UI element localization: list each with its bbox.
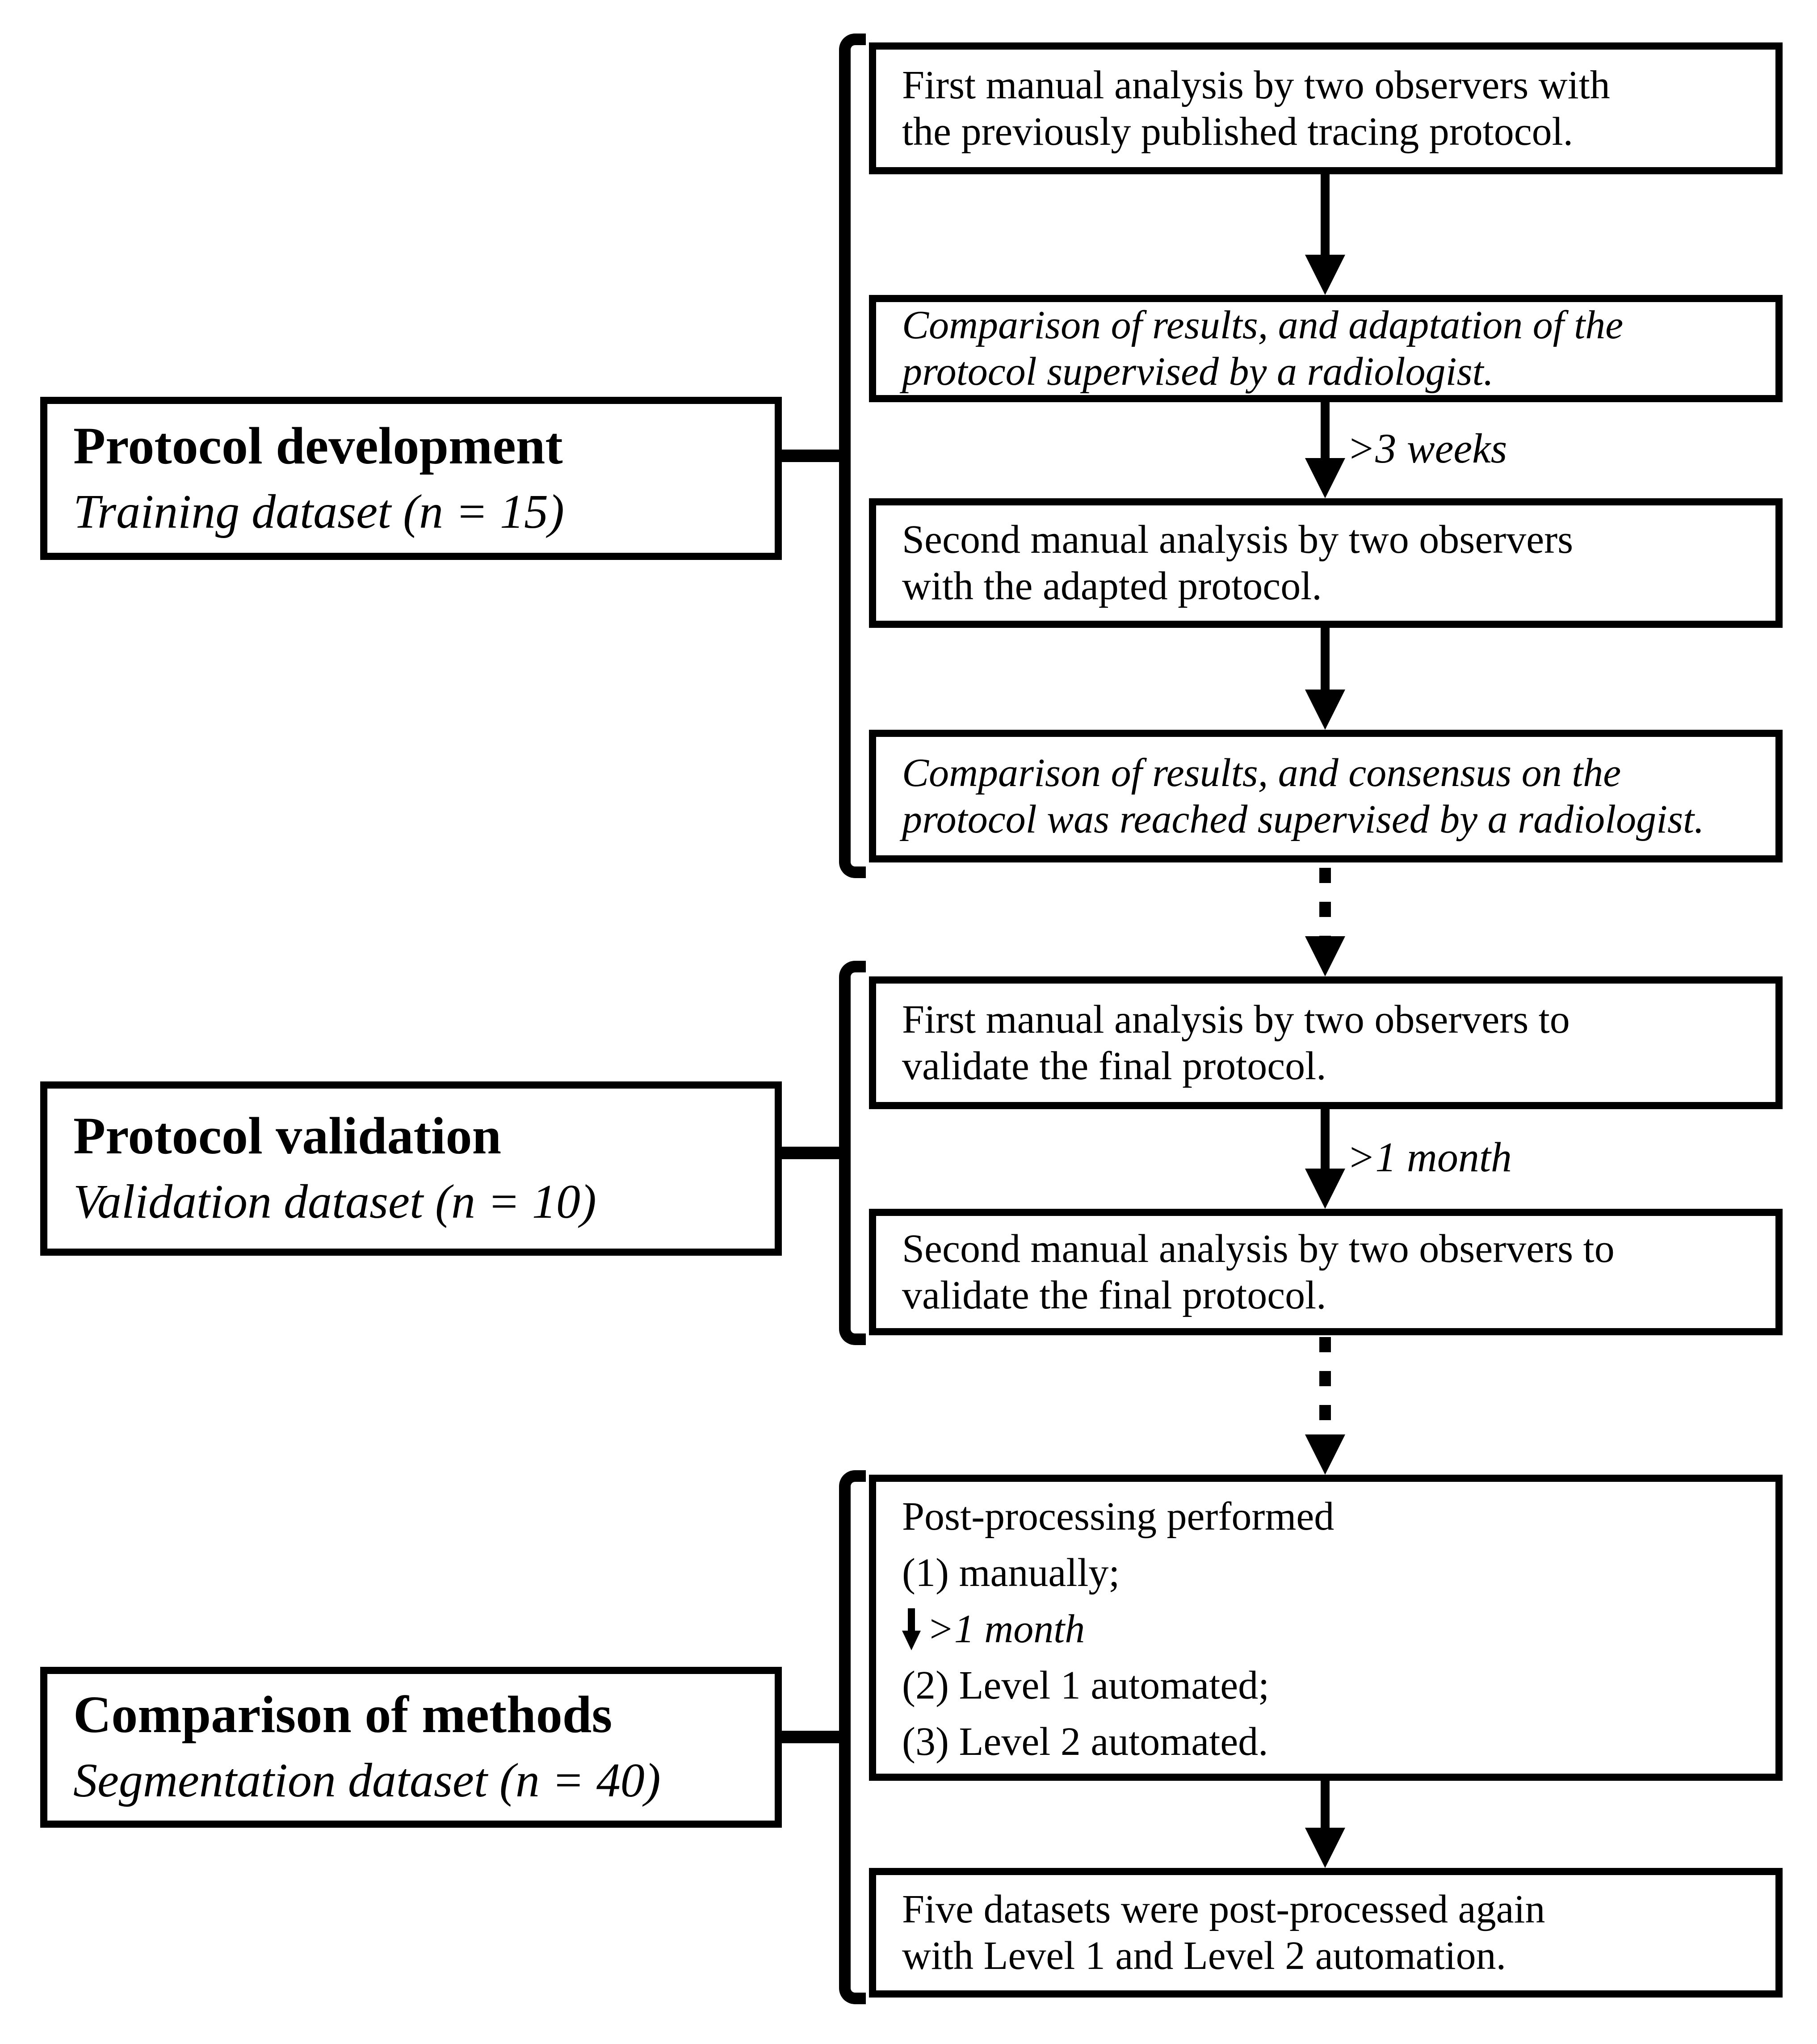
step-text: First manual analysis by two observers t…: [902, 997, 1570, 1088]
step-box-first-manual-analysis: First manual analysis by two observers w…: [869, 42, 1783, 174]
connector-comparison: [781, 1731, 846, 1743]
interval-label-1-month: >1 month: [1347, 1134, 1512, 1181]
arrow-down-dotted: [1305, 868, 1346, 976]
arrow-down-solid: [1305, 402, 1346, 498]
step-text: First manual analysis by two observers w…: [902, 63, 1610, 154]
arrowhead-icon: [1305, 1169, 1345, 1209]
delay-label: >1 month: [927, 1607, 1085, 1651]
step-box-second-manual-analysis: Second manual analysis by two observers …: [869, 498, 1783, 628]
phase-box-comparison: Comparison of methods Segmentation datas…: [40, 1667, 782, 1828]
arrow-down-dotted: [1305, 1337, 1346, 1475]
post-processing-line: (2) Level 1 automated;: [902, 1663, 1270, 1708]
post-processing-line: Post-processing performed: [902, 1494, 1334, 1539]
post-processing-lines: Post-processing performed (1) manually; …: [876, 1482, 1775, 1774]
arrow-shaft: [1321, 402, 1330, 463]
arrow-shaft: [1321, 1781, 1330, 1831]
phase-dataset: Training dataset (n = 15): [73, 485, 564, 538]
arrow-shaft: [1321, 1109, 1330, 1173]
step-text: Five datasets were post-processed again …: [902, 1887, 1545, 1978]
interval-label-3-weeks: >3 weeks: [1347, 425, 1507, 472]
connector-development: [781, 450, 846, 462]
arrow-shaft-dotted: [1319, 868, 1331, 938]
arrowhead-icon: [1305, 1828, 1345, 1868]
step-box-second-validation-analysis: Second manual analysis by two observers …: [869, 1209, 1783, 1335]
connector-validation: [781, 1147, 846, 1159]
step-text: Comparison of results, and adaptation of…: [902, 303, 1624, 394]
post-processing-line: (3) Level 2 automated.: [902, 1719, 1268, 1764]
step-text: Comparison of results, and consensus on …: [902, 750, 1704, 841]
phase-title: Protocol validation: [73, 1106, 502, 1165]
arrow-shaft-dotted: [1319, 1337, 1331, 1436]
step-box-comparison-consensus: Comparison of results, and consensus on …: [869, 730, 1783, 862]
down-arrow-icon: [902, 1608, 921, 1650]
phase-dataset: Validation dataset (n = 10): [73, 1175, 596, 1228]
arrow-down-solid: [1305, 1109, 1346, 1209]
arrowhead-icon: [1305, 936, 1345, 976]
step-box-five-datasets: Five datasets were post-processed again …: [869, 1868, 1783, 1998]
post-processing-delay-row: >1 month: [902, 1601, 1767, 1657]
arrow-down-solid: [1305, 174, 1346, 295]
arrow-down-solid: [1305, 628, 1346, 730]
arrowhead-icon: [1305, 690, 1345, 730]
arrowhead-icon: [1305, 458, 1345, 498]
step-box-post-processing: Post-processing performed (1) manually; …: [869, 1475, 1783, 1781]
step-box-comparison-adaptation: Comparison of results, and adaptation of…: [869, 295, 1783, 402]
post-processing-line: (1) manually;: [902, 1550, 1120, 1595]
step-box-first-validation-analysis: First manual analysis by two observers t…: [869, 976, 1783, 1109]
phase-title: Comparison of methods: [73, 1685, 613, 1744]
phase-box-development: Protocol development Training dataset (n…: [40, 397, 782, 560]
arrow-shaft: [1321, 174, 1330, 259]
step-text: Second manual analysis by two observers …: [902, 1226, 1615, 1317]
phase-box-validation: Protocol validation Validation dataset (…: [40, 1081, 782, 1256]
arrow-down-solid: [1305, 1781, 1346, 1868]
phase-dataset: Segmentation dataset (n = 40): [73, 1754, 661, 1807]
arrowhead-icon: [1305, 1434, 1345, 1475]
step-text: Second manual analysis by two observers …: [902, 517, 1574, 608]
arrowhead-icon: [1305, 255, 1345, 295]
phase-title: Protocol development: [73, 416, 563, 475]
arrow-shaft: [1321, 628, 1330, 694]
